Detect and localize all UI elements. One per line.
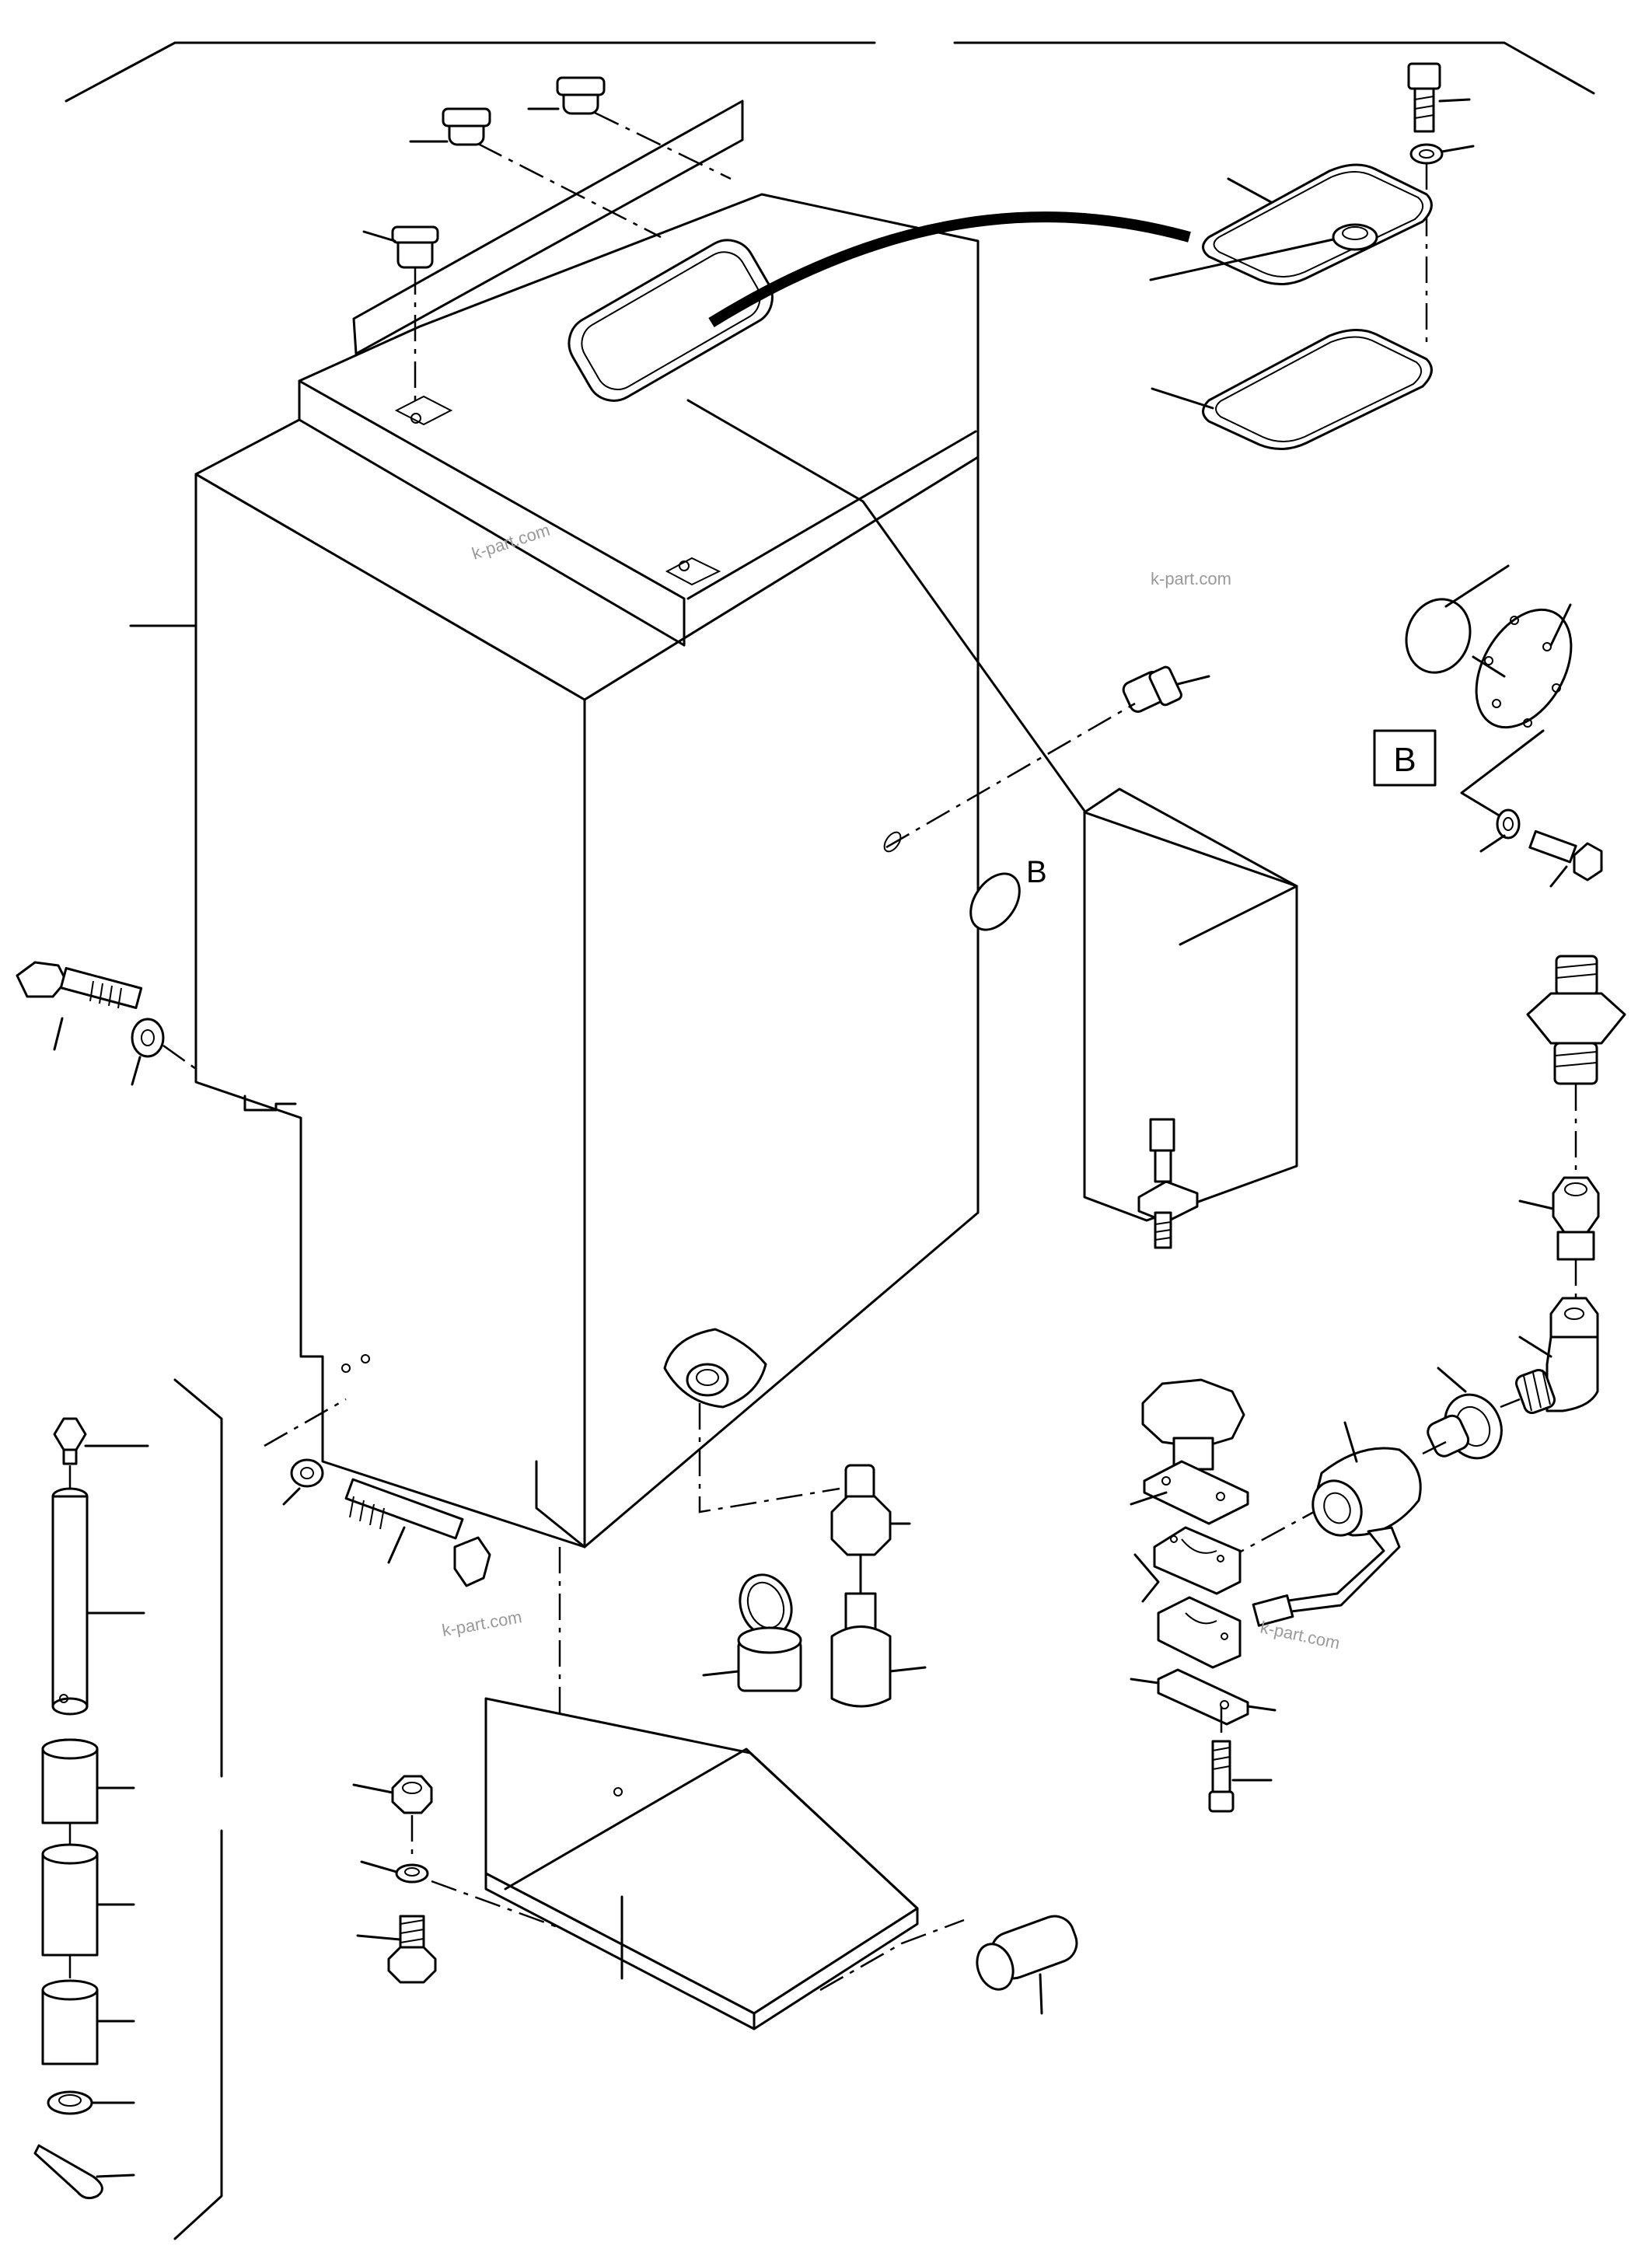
plug-1-axis	[477, 142, 662, 239]
clamp-leader	[1133, 1553, 1160, 1603]
callout-leaders	[129, 624, 1160, 1685]
clamp-half-lower	[1157, 1596, 1242, 1669]
cover-connector-line	[708, 211, 1191, 327]
cotter-pin	[33, 2144, 135, 2200]
elbow-fitting	[1518, 1297, 1599, 1412]
hydraulic-tank	[194, 100, 1298, 1548]
union-nut	[1427, 1367, 1503, 1460]
pin-washer	[47, 2090, 135, 2115]
detail-b-reference: B	[969, 855, 1047, 931]
plate-fastener-axis-2	[431, 1880, 561, 1929]
mounting-bolt-left	[16, 961, 143, 1051]
plate-nut	[352, 1775, 433, 1814]
step-fitting	[1137, 1118, 1199, 1249]
pipe-union	[1518, 1176, 1600, 1261]
pin-grease-fitting	[53, 1417, 149, 1465]
drain-valve-body	[830, 1592, 927, 1708]
watermark: k-part.com	[1259, 1617, 1342, 1653]
breather-plug-2	[527, 76, 606, 115]
drain-flange	[663, 1328, 767, 1409]
union-axis	[1422, 1440, 1447, 1455]
detail-b-ref-label: B	[1026, 855, 1047, 889]
cover-gasket	[1151, 329, 1433, 450]
inspection-cover	[1149, 163, 1433, 285]
drain-cap	[702, 1573, 802, 1692]
plate-washer	[360, 1860, 429, 1884]
breather-plug-1	[409, 107, 491, 146]
detail-b-group: B	[1373, 564, 1603, 888]
pin-bracket-upper	[173, 1378, 223, 1778]
pin-bushing-1	[41, 1738, 135, 1824]
clamp-half-upper	[1153, 1526, 1242, 1595]
tank-port-flange	[1526, 955, 1626, 1085]
plate-pin-axis	[819, 1919, 965, 1992]
bottom-cover-plate	[484, 1697, 919, 2030]
plug-2-axis	[594, 111, 732, 180]
pin-bushing-3	[41, 1979, 135, 2065]
cover-washer	[1409, 143, 1475, 165]
clamp-plate-upper	[1130, 1460, 1249, 1525]
side-plug	[1122, 665, 1210, 713]
bottom-bolt-axis	[264, 1398, 347, 1447]
detail-b-label: B	[1393, 741, 1416, 779]
drain-plug-top	[362, 225, 439, 269]
detail-b-label-box	[1373, 729, 1437, 787]
side-plug-axis	[885, 702, 1136, 849]
pin-bracket-lower	[173, 1829, 223, 2240]
ball-valve	[1252, 1421, 1422, 1627]
mounting-washer-left	[131, 1018, 165, 1086]
clamp-bolt	[1208, 1740, 1273, 1813]
pin-bushing-2	[41, 1843, 135, 1957]
drain-flange-axis	[698, 1403, 840, 1514]
valve-knob	[1141, 1378, 1245, 1471]
threaded-nipple	[1514, 1368, 1556, 1415]
watermark: k-part.com	[1151, 569, 1231, 588]
plate-pin	[976, 1915, 1078, 2015]
plate-bolt	[356, 1915, 437, 1984]
watermark: k-part.com	[441, 1607, 524, 1640]
drain-nipple	[830, 1464, 911, 1556]
mounting-bolt-bottom	[282, 1458, 491, 1587]
clamp-plate-lower	[1157, 1668, 1277, 1726]
left-bolt-axis	[162, 1044, 197, 1070]
frame-top-bracket	[65, 41, 1595, 103]
nipple-axis	[1500, 1398, 1521, 1409]
cover-bolt	[1407, 62, 1471, 133]
hinge-pin	[51, 1487, 145, 1716]
